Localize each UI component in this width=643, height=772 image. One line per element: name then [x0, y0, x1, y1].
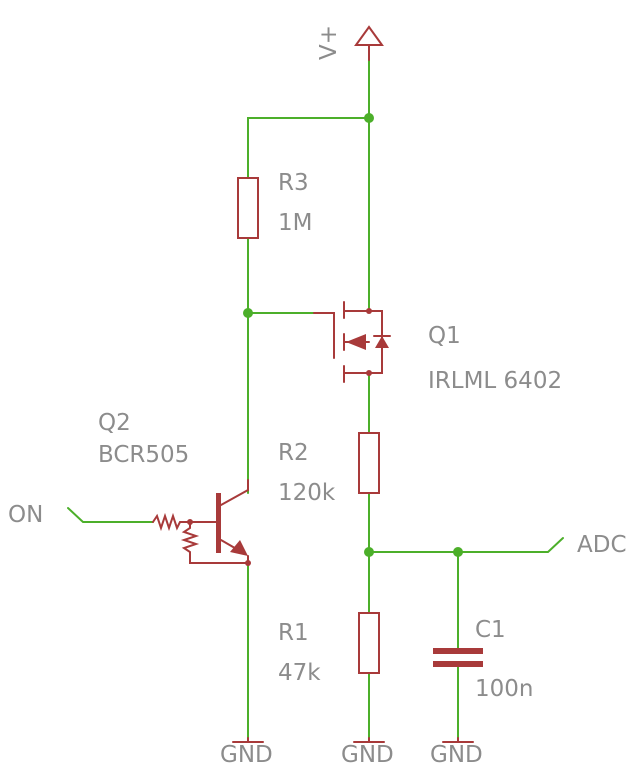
junction-vplus	[364, 113, 374, 123]
r2-value: 120k	[278, 480, 336, 506]
wire-on-input	[67, 507, 154, 523]
q2-value: BCR505	[98, 442, 189, 468]
capacitor-c1: C1 100n	[433, 617, 533, 702]
net-label-adc: ADC	[577, 532, 627, 558]
wire-adc-net	[368, 537, 564, 553]
junctions	[243, 113, 463, 557]
gnd-label-1: GND	[220, 742, 273, 768]
q1-ref: Q1	[428, 323, 461, 349]
r3-ref: R3	[278, 170, 309, 196]
junction-adc-c	[453, 547, 463, 557]
net-label-on: ON	[8, 502, 43, 528]
q2-ref: Q2	[98, 410, 131, 436]
r2-ref: R2	[278, 440, 309, 466]
junction-adc-r	[364, 547, 374, 557]
r3-value: 1M	[278, 210, 312, 236]
mosfet-q1: Q1 IRLML 6402	[313, 301, 562, 394]
resistor-r2: R2 120k	[278, 432, 380, 506]
r1-value: 47k	[278, 660, 321, 686]
c1-value: 100n	[475, 676, 533, 702]
r1-ref: R1	[278, 620, 309, 646]
transistor-q2: Q2 BCR505	[98, 410, 251, 566]
gnd-label-3: GND	[430, 742, 483, 768]
resistor-r1: R1 47k	[278, 612, 380, 686]
supply-vplus-symbol: V+	[316, 25, 384, 61]
q1-value: IRLML 6402	[428, 368, 562, 394]
ground-symbol-1: GND	[220, 737, 273, 768]
resistor-r3: R3 1M	[237, 170, 312, 239]
wire-top-branch	[247, 117, 370, 179]
junction-gate	[243, 308, 253, 318]
c1-ref: C1	[475, 617, 506, 643]
ground-symbol-2: GND	[341, 737, 394, 768]
gnd-label-2: GND	[341, 742, 394, 768]
supply-label: V+	[316, 25, 342, 60]
ground-symbol-3: GND	[430, 737, 483, 768]
